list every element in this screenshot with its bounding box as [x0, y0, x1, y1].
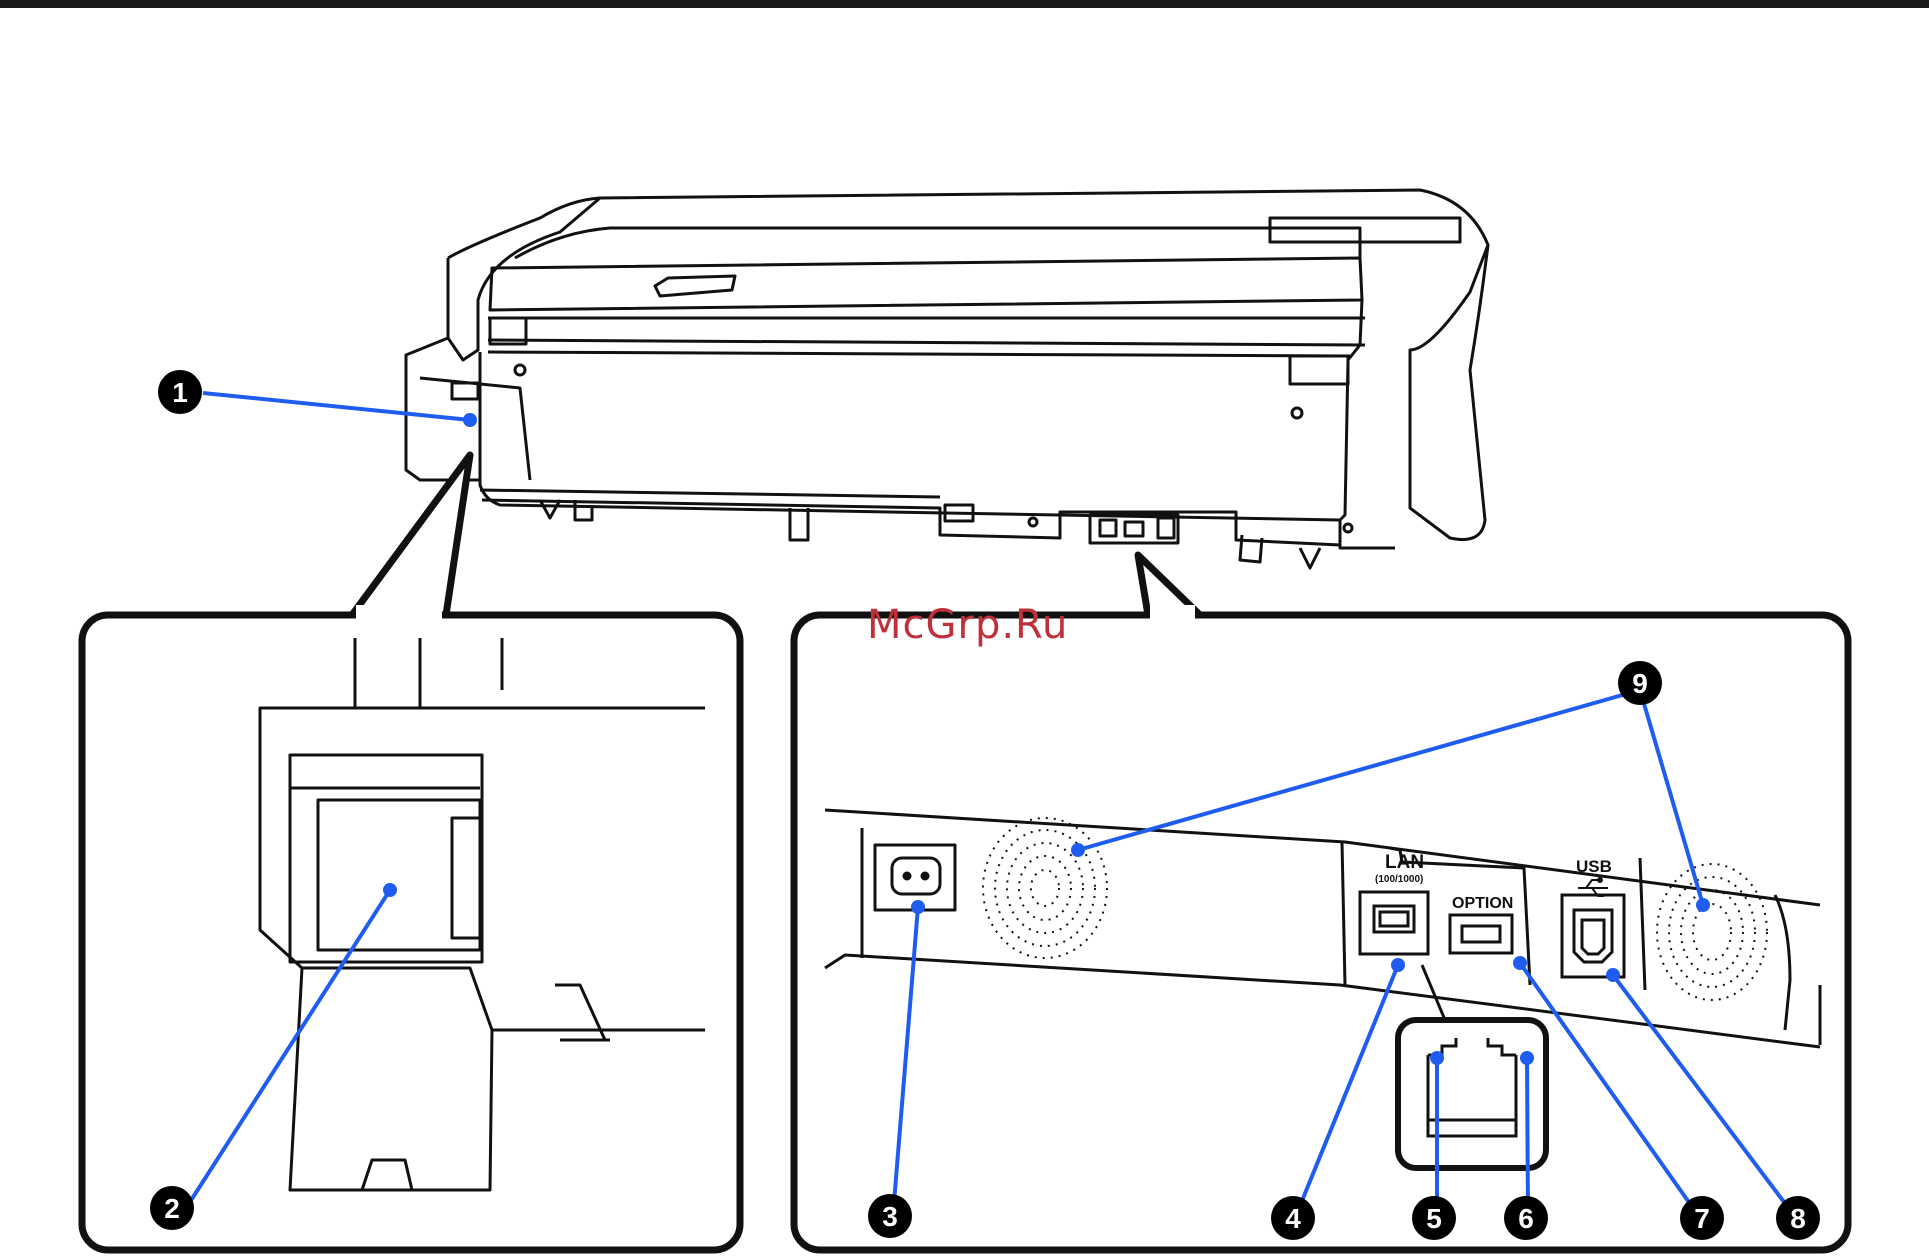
option-label: OPTION [1452, 895, 1513, 912]
svg-text:9: 9 [1632, 668, 1648, 699]
callout-badge-4: 4 [1271, 1196, 1315, 1240]
left-detail-panel [82, 615, 740, 1250]
callout-badge-2: 2 [150, 1186, 194, 1230]
callout-badge-3: 3 [868, 1194, 912, 1238]
svg-text:3: 3 [882, 1201, 898, 1232]
watermark-text: McGrp.Ru [867, 602, 1068, 648]
printer-body [406, 190, 1488, 568]
svg-text:2: 2 [164, 1193, 180, 1224]
lan-label: LAN [1385, 852, 1424, 873]
callout-badge-9: 9 [1618, 661, 1662, 705]
svg-text:5: 5 [1426, 1203, 1442, 1234]
svg-text:4: 4 [1285, 1203, 1301, 1234]
lan-speed-label: (100/1000) [1375, 874, 1423, 885]
svg-text:6: 6 [1518, 1203, 1534, 1234]
callout-badge-1: 1 [158, 370, 202, 414]
usb-label: USB [1576, 857, 1612, 876]
header-rule [0, 0, 1929, 8]
svg-text:1: 1 [172, 377, 188, 408]
callout-badge-5: 5 [1412, 1196, 1456, 1240]
svg-text:8: 8 [1790, 1203, 1806, 1234]
callout-badge-8: 8 [1776, 1196, 1820, 1240]
svg-text:7: 7 [1694, 1203, 1710, 1234]
callout-badge-7: 7 [1680, 1196, 1724, 1240]
callout-badge-6: 6 [1504, 1196, 1548, 1240]
